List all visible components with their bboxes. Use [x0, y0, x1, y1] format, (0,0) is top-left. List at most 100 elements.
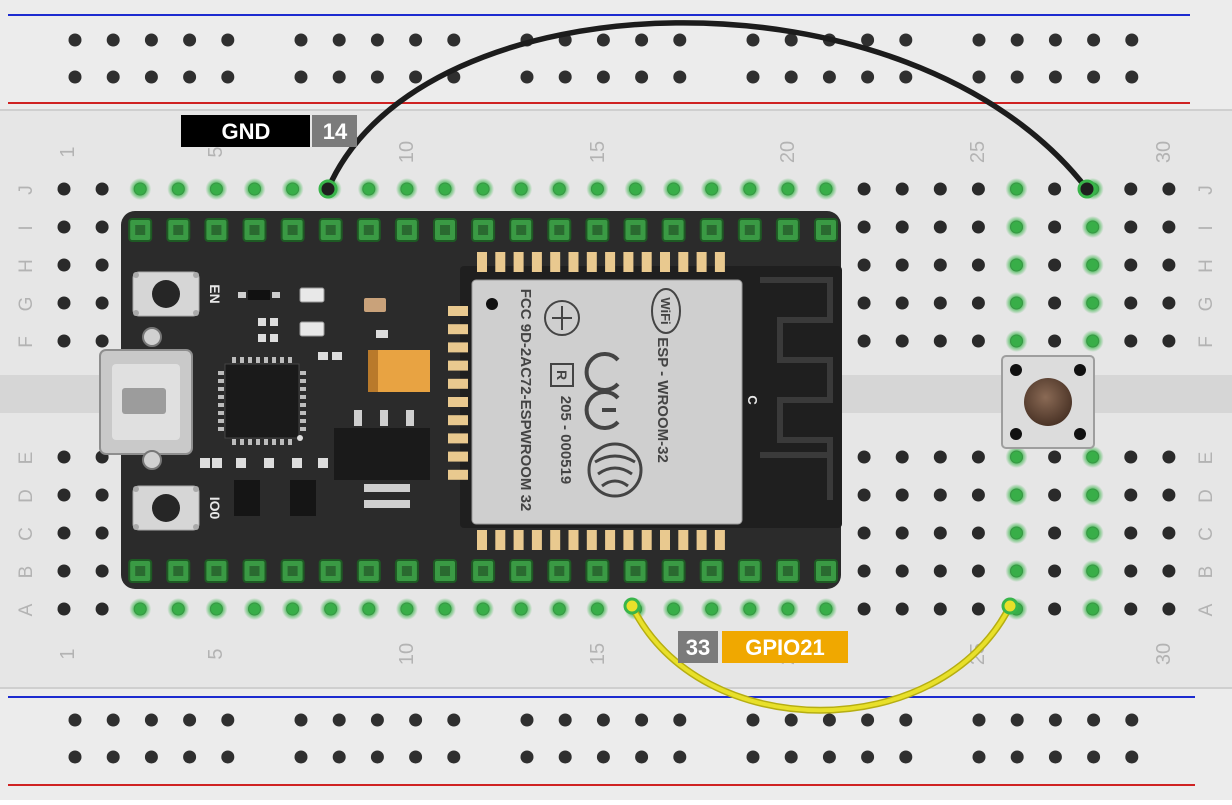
- connected-hole-highlight: [167, 178, 190, 200]
- terminal-hole: [933, 258, 947, 272]
- rail-hole: [673, 70, 687, 84]
- header-pin-core: [135, 225, 146, 235]
- column-number: 25: [967, 141, 989, 163]
- row-letters-left: J I H G F E D C B A: [16, 185, 37, 616]
- terminal-hole: [95, 296, 109, 310]
- header-pin-core: [135, 566, 146, 576]
- terminal-hole: [933, 450, 947, 464]
- terminal-hole: [1048, 488, 1062, 502]
- module-pad: [641, 530, 652, 550]
- rail-hole: [784, 70, 798, 84]
- rail-hole: [1010, 750, 1024, 764]
- module-pad: [605, 530, 616, 550]
- terminal-hole: [857, 526, 871, 540]
- wire-end: [1001, 597, 1019, 615]
- module-pad: [477, 252, 487, 272]
- terminal-hole: [895, 450, 909, 464]
- module-pad: [495, 530, 506, 550]
- terminal-hole: [1048, 334, 1062, 348]
- module-pad: [568, 252, 579, 272]
- rail-hole: [370, 713, 384, 727]
- connected-hole-highlight: [1005, 484, 1028, 506]
- connected-hole-highlight: [1005, 178, 1028, 200]
- gnd-jumper-wire: [325, 20, 1090, 192]
- terminal-hole: [933, 602, 947, 616]
- rail-hole: [409, 33, 423, 47]
- rail-hole: [673, 33, 687, 47]
- module-pad: [448, 378, 468, 389]
- rail-hole: [68, 33, 82, 47]
- module-pad: [531, 252, 542, 272]
- column-numbers-top: 1 5 10 15 20 25 30: [57, 141, 1175, 163]
- column-number: 10: [396, 141, 418, 163]
- header-pin-core: [173, 566, 184, 576]
- module-pad: [448, 397, 468, 407]
- module-pad: [714, 252, 725, 272]
- chip-pin: [218, 371, 224, 375]
- header-pin-core: [554, 566, 565, 576]
- chip-pin: [248, 439, 252, 445]
- terminal-hole: [57, 488, 71, 502]
- gpio21-pin-label: 33 GPIO21: [678, 631, 848, 663]
- chip-pin: [280, 357, 284, 363]
- espressif-logo: [587, 442, 643, 498]
- header-pins: [128, 218, 838, 583]
- header-pin-core: [211, 225, 222, 235]
- chip-pin: [256, 357, 260, 363]
- row-letter: B: [16, 566, 37, 579]
- gpio-name: GPIO21: [745, 635, 824, 660]
- row-letter: F: [1196, 336, 1217, 348]
- terminal-hole: [895, 488, 909, 502]
- rail-hole: [221, 70, 235, 84]
- rail-hole: [1048, 750, 1062, 764]
- row-letter: B: [1196, 566, 1217, 579]
- rail-hole: [144, 713, 158, 727]
- rail-hole: [106, 750, 120, 764]
- rail-hole: [558, 713, 572, 727]
- header-pin-core: [401, 566, 412, 576]
- rail-hole: [409, 713, 423, 727]
- chip-pin: [300, 371, 306, 375]
- connected-hole-highlight: [776, 598, 799, 620]
- terminal-hole: [933, 488, 947, 502]
- gpio21-jumper-wire: [630, 604, 1012, 713]
- row-letter: E: [16, 452, 37, 465]
- rail-hole: [1048, 33, 1062, 47]
- chip-pin: [300, 387, 306, 391]
- terminal-hole: [895, 334, 909, 348]
- rail-hole: [596, 33, 610, 47]
- terminal-hole: [1124, 602, 1138, 616]
- header-pin-core: [706, 566, 717, 576]
- rail-hole: [409, 750, 423, 764]
- terminal-hole: [933, 564, 947, 578]
- header-pin-core: [821, 566, 831, 576]
- rail-hole: [294, 750, 308, 764]
- connected-hole-highlight: [1081, 484, 1104, 506]
- rail-hole: [1048, 70, 1062, 84]
- connected-hole-highlight: [205, 178, 228, 200]
- rail-hole: [332, 70, 346, 84]
- rf-shield-can: [471, 279, 743, 525]
- terminal-hole: [933, 296, 947, 310]
- rail-hole: [899, 713, 913, 727]
- connected-hole-highlight: [243, 598, 266, 620]
- chip-pin: [280, 439, 284, 445]
- rail-hole: [1010, 33, 1024, 47]
- rail-hole: [183, 33, 197, 47]
- terminal-hole: [971, 564, 985, 578]
- terminal-hole: [57, 564, 71, 578]
- header-pin-core: [249, 566, 260, 576]
- terminal-hole: [95, 602, 109, 616]
- rail-hole: [673, 750, 687, 764]
- terminal-hole: [933, 526, 947, 540]
- terminal-hole: [1162, 450, 1176, 464]
- terminal-hole: [971, 258, 985, 272]
- connected-hole-highlight: [1081, 292, 1104, 314]
- terminal-hole: [857, 450, 871, 464]
- rail-hole: [68, 713, 82, 727]
- rail-hole: [183, 713, 197, 727]
- module-pad: [696, 252, 707, 272]
- rail-hole: [1125, 750, 1139, 764]
- chip-pin: [218, 419, 224, 423]
- rail-hole: [1087, 33, 1101, 47]
